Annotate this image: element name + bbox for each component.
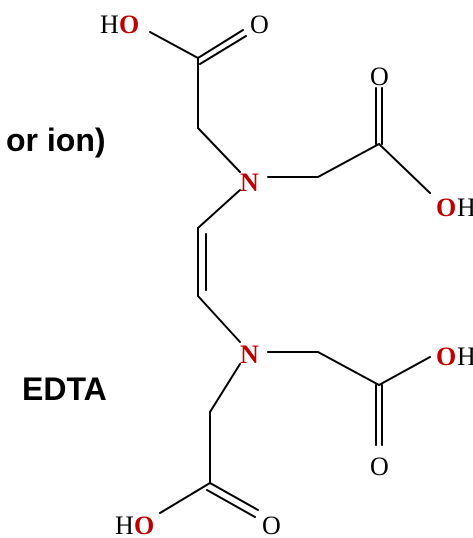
atom-upper-n: N [240, 168, 259, 197]
atom-bottom-left-h: H [115, 511, 134, 538]
bond-c-n-lower [197, 295, 241, 343]
bond-c-o-double-a [197, 29, 244, 59]
bond-c-o-bottom-left [159, 482, 211, 514]
molecule-name: EDTA [22, 371, 107, 407]
caption-fragment: or ion) [6, 122, 106, 158]
bond-lines [149, 29, 431, 518]
atom-bottom-carbonyl-o: O [262, 511, 281, 538]
bond-o-c-top-left [149, 31, 199, 59]
atom-top-right-o: O [436, 193, 456, 222]
bond-c-o-double-b [199, 35, 247, 65]
bond-c-oh-upper-right [378, 143, 431, 194]
atom-mid-right-h: H [457, 342, 473, 371]
atom-mid-right-carbonyl-o: O [370, 452, 389, 481]
bond-ch2-n-upper [197, 127, 241, 173]
atom-top-left-h: H [100, 10, 119, 39]
bond-n-ch2-lower-left [209, 363, 241, 413]
atom-top-right-h: H [457, 193, 473, 222]
atom-mid-right-o: O [436, 342, 456, 371]
bond-c-o-double-bottom-a [209, 482, 259, 511]
atom-labels: H O O O O H N N O H O H O O [100, 10, 473, 538]
atom-top-right-carbonyl-o: O [370, 62, 389, 91]
bond-ch2-c-upper-right [317, 143, 380, 178]
atom-lower-n: N [240, 340, 259, 369]
bond-n-c-upper [197, 189, 241, 229]
bond-c-oh-lower-right [378, 356, 431, 386]
bond-c-o-double-bottom-b [206, 489, 256, 518]
atom-top-left-o: O [119, 10, 139, 39]
atom-top-left-carbonyl-o: O [250, 10, 269, 39]
atom-bottom-left-o: O [134, 511, 154, 538]
bond-ch2-c-lower-right [317, 351, 380, 386]
